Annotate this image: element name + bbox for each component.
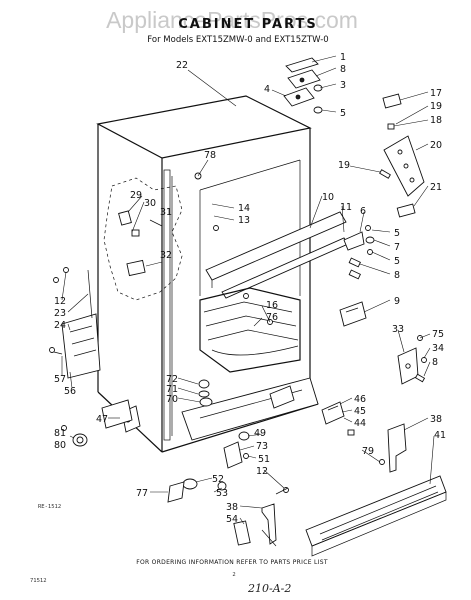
top-hinge-assembly: [283, 57, 323, 114]
callout-label: 19: [430, 101, 442, 112]
middle-hinge-parts: [339, 225, 375, 327]
callout-label: 44: [354, 418, 366, 429]
callout-label: 54: [226, 514, 238, 525]
callout-label: 38: [430, 414, 442, 425]
callout-label: 12: [54, 296, 66, 307]
callout-label: 18: [430, 115, 442, 126]
callout-label: 11: [340, 202, 352, 213]
left-side-hardware: [49, 267, 101, 379]
callout-label: 4: [264, 84, 270, 95]
callout-label: 78: [204, 150, 216, 161]
roller-parts: [61, 399, 133, 447]
callout-label: 12: [256, 466, 268, 477]
callout-label: 3: [340, 80, 346, 91]
ordering-note: FOR ORDERING INFORMATION REFER TO PARTS …: [136, 559, 328, 566]
callout-label: 7: [394, 242, 400, 253]
callout-label: 29: [130, 190, 142, 201]
callout-label: 52: [212, 474, 224, 485]
callout-label: 79: [362, 446, 374, 457]
cabinet-body: [96, 95, 349, 453]
handwritten-note: 210-A-2: [247, 582, 291, 595]
door-hinge-bracket: [379, 93, 425, 218]
diagram-title: CABINET PARTS: [178, 17, 318, 32]
callout-label: 10: [322, 192, 334, 203]
caster-and-foot-parts: [167, 431, 289, 547]
callout-label: 16: [266, 300, 278, 311]
callout-label: 21: [430, 182, 442, 193]
callout-label: 33: [392, 324, 404, 335]
callout-label: 24: [54, 320, 66, 331]
callout-label: 77: [136, 488, 148, 499]
callout-label: 45: [354, 406, 366, 417]
callout-label: 14: [238, 203, 250, 214]
callout-label: 71: [166, 384, 178, 395]
callout-label: 73: [256, 441, 268, 452]
lower-hinge-parts: [397, 335, 427, 385]
callout-label: 57: [54, 374, 66, 385]
callout-label: 72: [166, 374, 178, 385]
callout-label: 5: [394, 228, 400, 239]
callout-labels: 1 8 3 4 5 22 17 19 18 20 78 19 21 14 13 …: [54, 52, 446, 525]
liner-detail-region: [103, 177, 183, 301]
page-number: 2: [232, 572, 235, 578]
callout-label: 5: [340, 108, 346, 119]
callout-label: 38: [226, 502, 238, 513]
callout-label: 80: [54, 440, 66, 451]
callout-label: 47: [96, 414, 108, 425]
callout-label: 81: [54, 428, 66, 439]
callout-label: 20: [430, 140, 442, 151]
leader-lines: [61, 55, 435, 525]
callout-label: 13: [238, 215, 250, 226]
callout-label: 6: [360, 206, 366, 217]
grille-and-brackets: [305, 401, 447, 557]
callout-label: 75: [432, 329, 444, 340]
callout-label: 23: [54, 308, 66, 319]
callout-label: 49: [254, 428, 266, 439]
callout-label: 8: [394, 270, 400, 281]
callout-label: 56: [64, 386, 76, 397]
callout-label: 8: [432, 357, 438, 368]
callout-label: 32: [160, 250, 172, 261]
callout-label: 22: [176, 60, 188, 71]
callout-label: 76: [266, 312, 278, 323]
callout-label: 51: [258, 454, 270, 465]
callout-label: 19: [338, 160, 350, 171]
callout-label: 8: [340, 64, 346, 75]
callout-label: 5: [394, 256, 400, 267]
callout-label: 17: [430, 88, 442, 99]
callout-label: 53: [216, 488, 228, 499]
page-code: 71512: [30, 578, 47, 584]
callout-label: 34: [432, 343, 444, 354]
callout-label: 70: [166, 394, 178, 405]
callout-label: 46: [354, 394, 366, 405]
callout-label: 30: [144, 198, 156, 209]
diagram-subtitle: For Models EXT15ZMW-0 and EXT15ZTW-0: [147, 35, 328, 45]
callout-label: 41: [434, 430, 446, 441]
reference-code: RE-1512: [38, 504, 61, 510]
callout-label: 1: [340, 52, 346, 63]
callout-label: 9: [394, 296, 400, 307]
callout-label: 31: [160, 207, 172, 218]
watermark-text: AppliancePartsPros.com: [106, 7, 358, 33]
